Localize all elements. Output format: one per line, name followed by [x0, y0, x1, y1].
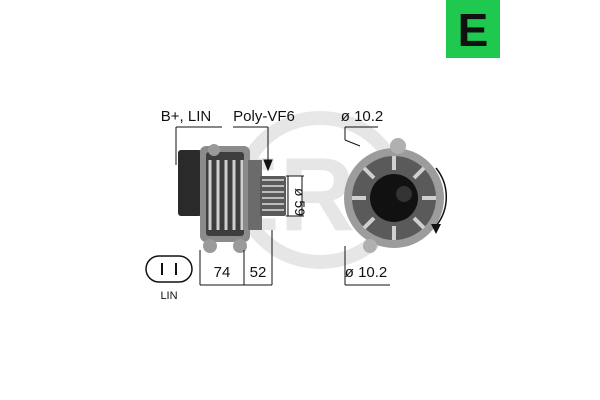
brand-badge-background — [446, 0, 500, 58]
pulley-diameter-label: ø 59 — [292, 188, 308, 216]
dimension-a-label: 74 — [214, 264, 231, 281]
length-dimensions — [199, 230, 273, 286]
brand-badge-letter: E — [458, 4, 489, 56]
pulley-label: Poly-VF6 — [233, 108, 295, 125]
alternator-front-view-icon — [344, 138, 444, 253]
bottom-bore-leader — [344, 246, 390, 286]
rotation-arrow-icon — [431, 167, 448, 234]
dimension-b-label: 52 — [250, 264, 267, 281]
top-bore-pointer — [344, 139, 361, 147]
connector-label: LIN — [160, 290, 177, 302]
terminal-label: B+, LIN — [161, 108, 211, 125]
two-pin-connector-icon — [145, 255, 193, 283]
top-bore-label: ø 10.2 — [341, 108, 384, 125]
alternator-side-view-icon — [178, 144, 286, 253]
pulley-arrow-icon — [263, 159, 273, 172]
brand-badge: E — [446, 0, 500, 58]
bottom-bore-label: ø 10.2 — [345, 264, 388, 281]
pulley-diameter-dimension — [286, 175, 304, 217]
leader-lines — [175, 126, 378, 172]
